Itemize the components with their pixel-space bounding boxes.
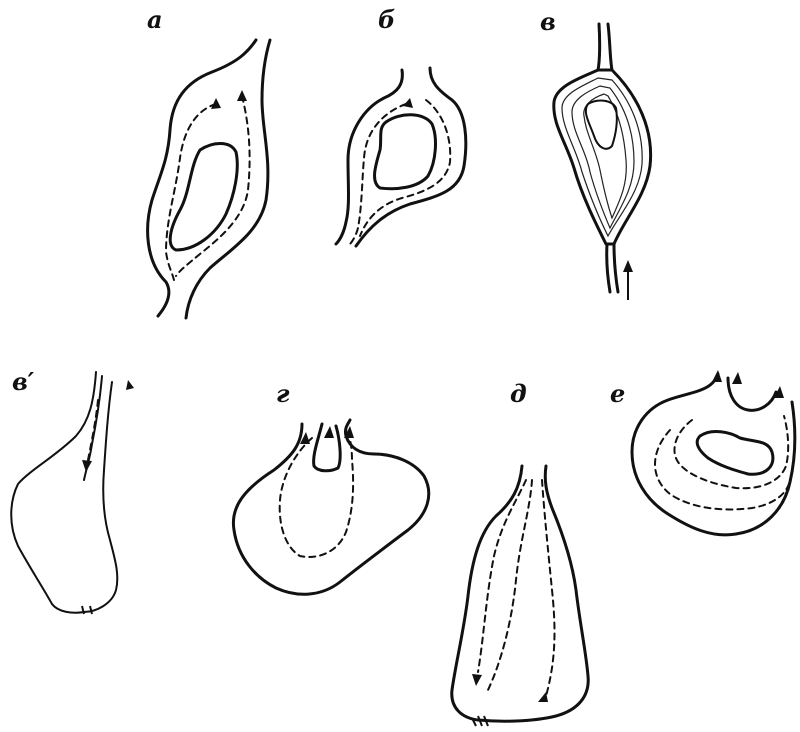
label-v: в — [540, 7, 556, 36]
panel-v-prime-mark — [126, 380, 134, 390]
panel-e: е — [610, 370, 795, 535]
panel-v-thin-channel-left — [598, 24, 610, 292]
panel-v-scroll-3 — [584, 94, 627, 218]
panel-e-arrow-mid — [732, 372, 742, 384]
label-g: г — [276, 379, 290, 408]
panel-v-scroll-2 — [572, 86, 634, 228]
panel-b-island — [375, 115, 436, 189]
panel-a-arrow-right — [237, 90, 247, 101]
panel-d: д — [452, 379, 588, 726]
panel-d-outer-left-bank — [452, 466, 588, 721]
panel-g-outer-bank — [233, 420, 428, 594]
panel-a-arrow-left — [211, 98, 221, 109]
panel-b-arrow — [403, 98, 413, 108]
panel-b-outer-left-bank — [336, 70, 402, 244]
label-b: б — [378, 5, 395, 34]
panel-e-arrow-left — [712, 370, 722, 382]
panel-a-outer-left-bank — [148, 40, 256, 316]
panel-v: в — [540, 7, 651, 300]
panel-g-arrow-right — [324, 426, 334, 438]
panel-g: г — [233, 379, 428, 594]
panel-v-outer-lens — [554, 70, 651, 244]
panel-v-prime-outer-bank — [11, 372, 117, 613]
label-e: е — [610, 379, 625, 408]
panel-e-island — [697, 432, 773, 475]
panel-b: б — [336, 5, 466, 246]
panel-a: а — [147, 5, 270, 318]
panel-b-flow-right — [360, 100, 450, 236]
panel-d-arrow-left — [472, 674, 482, 686]
panel-a-flow-left — [166, 104, 216, 280]
label-v-prime: в′ — [12, 367, 35, 396]
panel-v-thin-channel-right — [608, 24, 618, 292]
label-d: д — [510, 379, 527, 408]
panel-v-prime: в′ — [11, 367, 134, 614]
panel-b-outer-right-bank — [356, 68, 466, 246]
panel-v-flow-arrow-head — [623, 260, 633, 272]
panel-g-meander-neck — [314, 424, 341, 471]
panel-v-prime-tick-2 — [90, 606, 92, 614]
panel-a-outer-right-bank — [186, 40, 270, 318]
label-a: а — [147, 5, 163, 34]
